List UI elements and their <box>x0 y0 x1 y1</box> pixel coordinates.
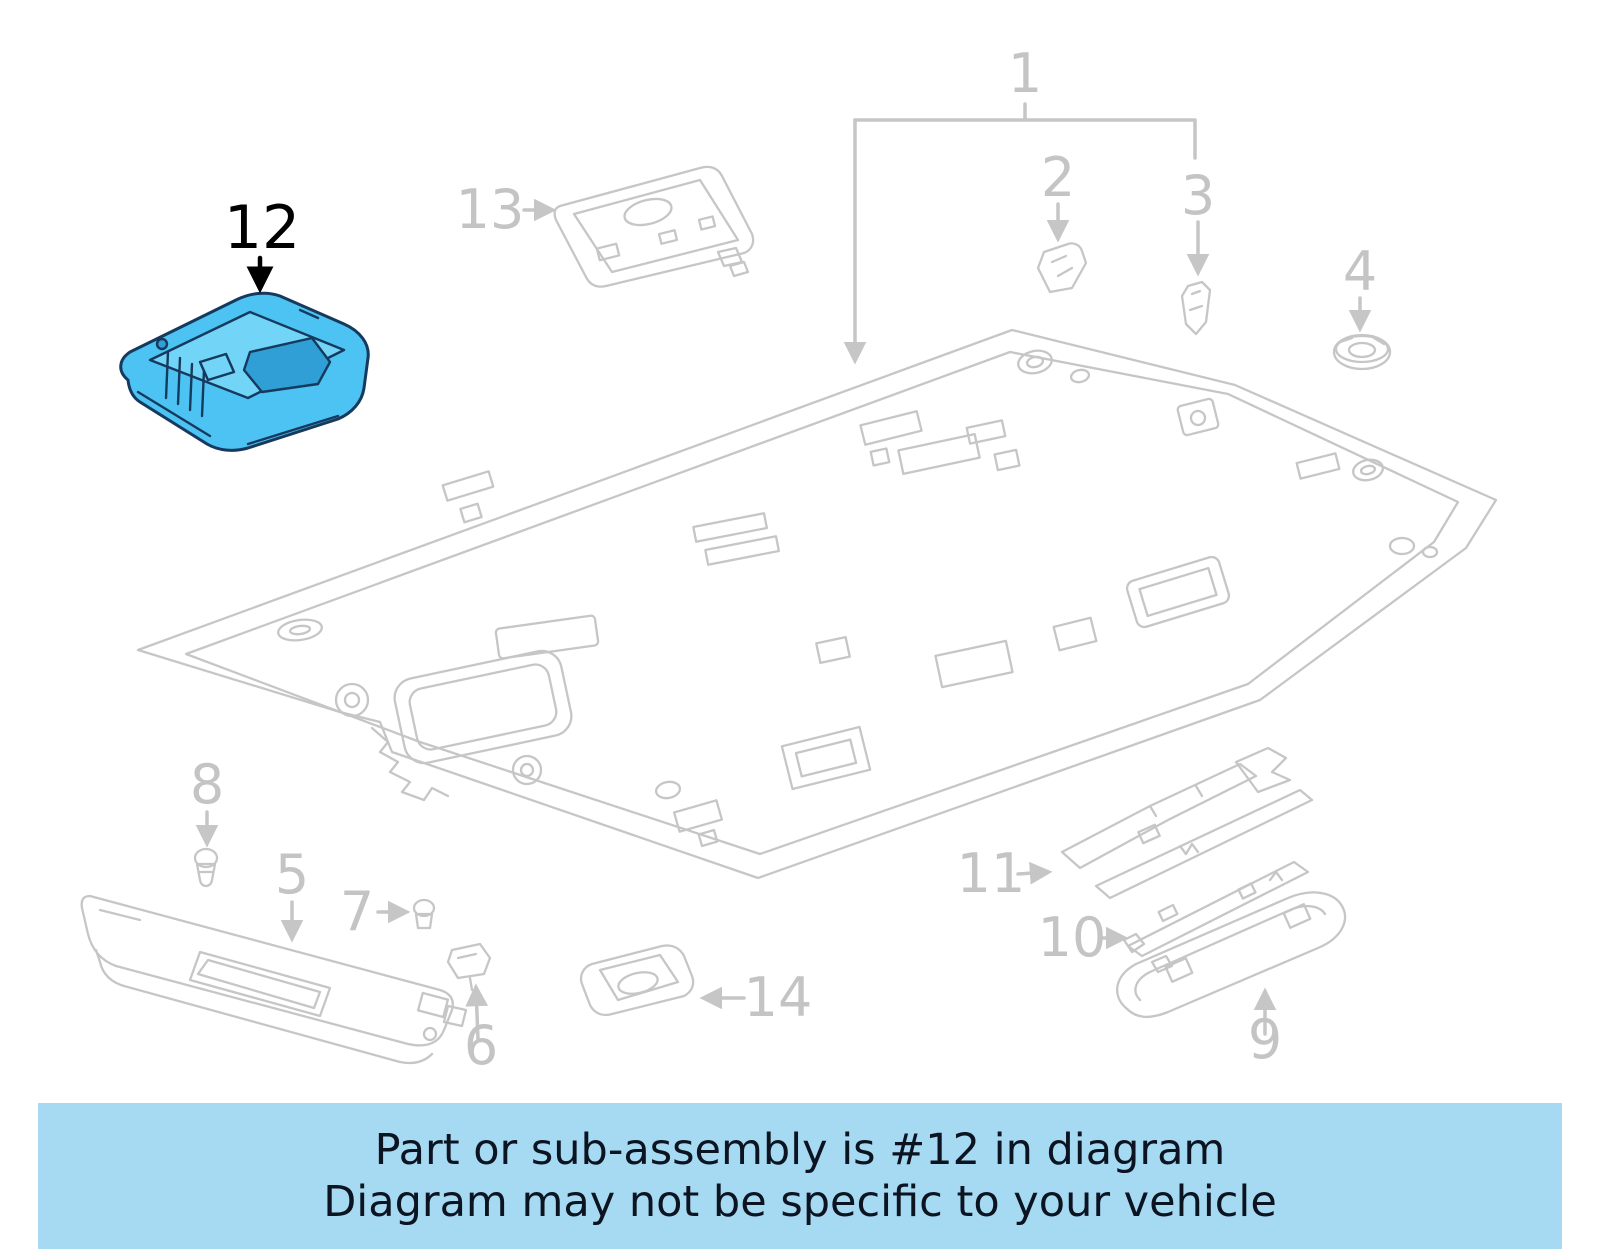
sun-visor-5 <box>80 894 468 1065</box>
callout-7: 7 <box>340 880 374 943</box>
callout-8: 8 <box>190 753 224 816</box>
callout-3: 3 <box>1181 164 1215 227</box>
callout-10: 10 <box>1038 906 1107 969</box>
callout-9: 9 <box>1248 1008 1282 1071</box>
headliner-parts-diagram: 1 2 3 4 13 12 8 5 7 6 14 11 10 9 <box>80 42 1498 1077</box>
map-lamp-14 <box>579 944 695 1017</box>
callout-1: 1 <box>1008 42 1042 105</box>
callout-14: 14 <box>744 966 813 1029</box>
callout-11: 11 <box>957 842 1026 905</box>
callout-2: 2 <box>1041 146 1075 209</box>
assist-rail-10 <box>1122 860 1310 974</box>
callout-labels: 1 2 3 4 13 12 8 5 7 6 14 11 10 9 <box>190 42 1377 1077</box>
clip-7 <box>412 898 436 930</box>
leader-6 <box>465 983 489 1042</box>
callout-6: 6 <box>464 1014 498 1077</box>
callout-4: 4 <box>1343 240 1377 303</box>
caption-line-1: Part or sub-assembly is #12 in diagram <box>374 1124 1226 1175</box>
callout-5: 5 <box>275 843 309 906</box>
clip-8 <box>193 847 219 888</box>
grommet-4 <box>1332 333 1392 371</box>
roof-headliner-outline <box>136 328 1498 880</box>
overhead-console-13 <box>553 165 755 288</box>
callout-12-highlighted: 12 <box>224 193 300 263</box>
highlighted-part-12 <box>119 291 370 452</box>
leader-1-bracket <box>853 102 1197 160</box>
roof-headliner-details <box>277 349 1439 848</box>
clip-2 <box>1036 242 1088 294</box>
caption-banner: Part or sub-assembly is #12 in diagram D… <box>38 1103 1562 1249</box>
bracket-11 <box>1060 746 1314 900</box>
leader-11 <box>1016 861 1053 885</box>
visor-holder-6 <box>446 942 492 992</box>
leader-lines <box>195 102 1372 1042</box>
caption-line-2: Diagram may not be specific to your vehi… <box>323 1177 1277 1227</box>
clip-3 <box>1180 280 1212 336</box>
callout-13: 13 <box>456 178 525 241</box>
grab-handle-9 <box>1116 891 1347 1019</box>
